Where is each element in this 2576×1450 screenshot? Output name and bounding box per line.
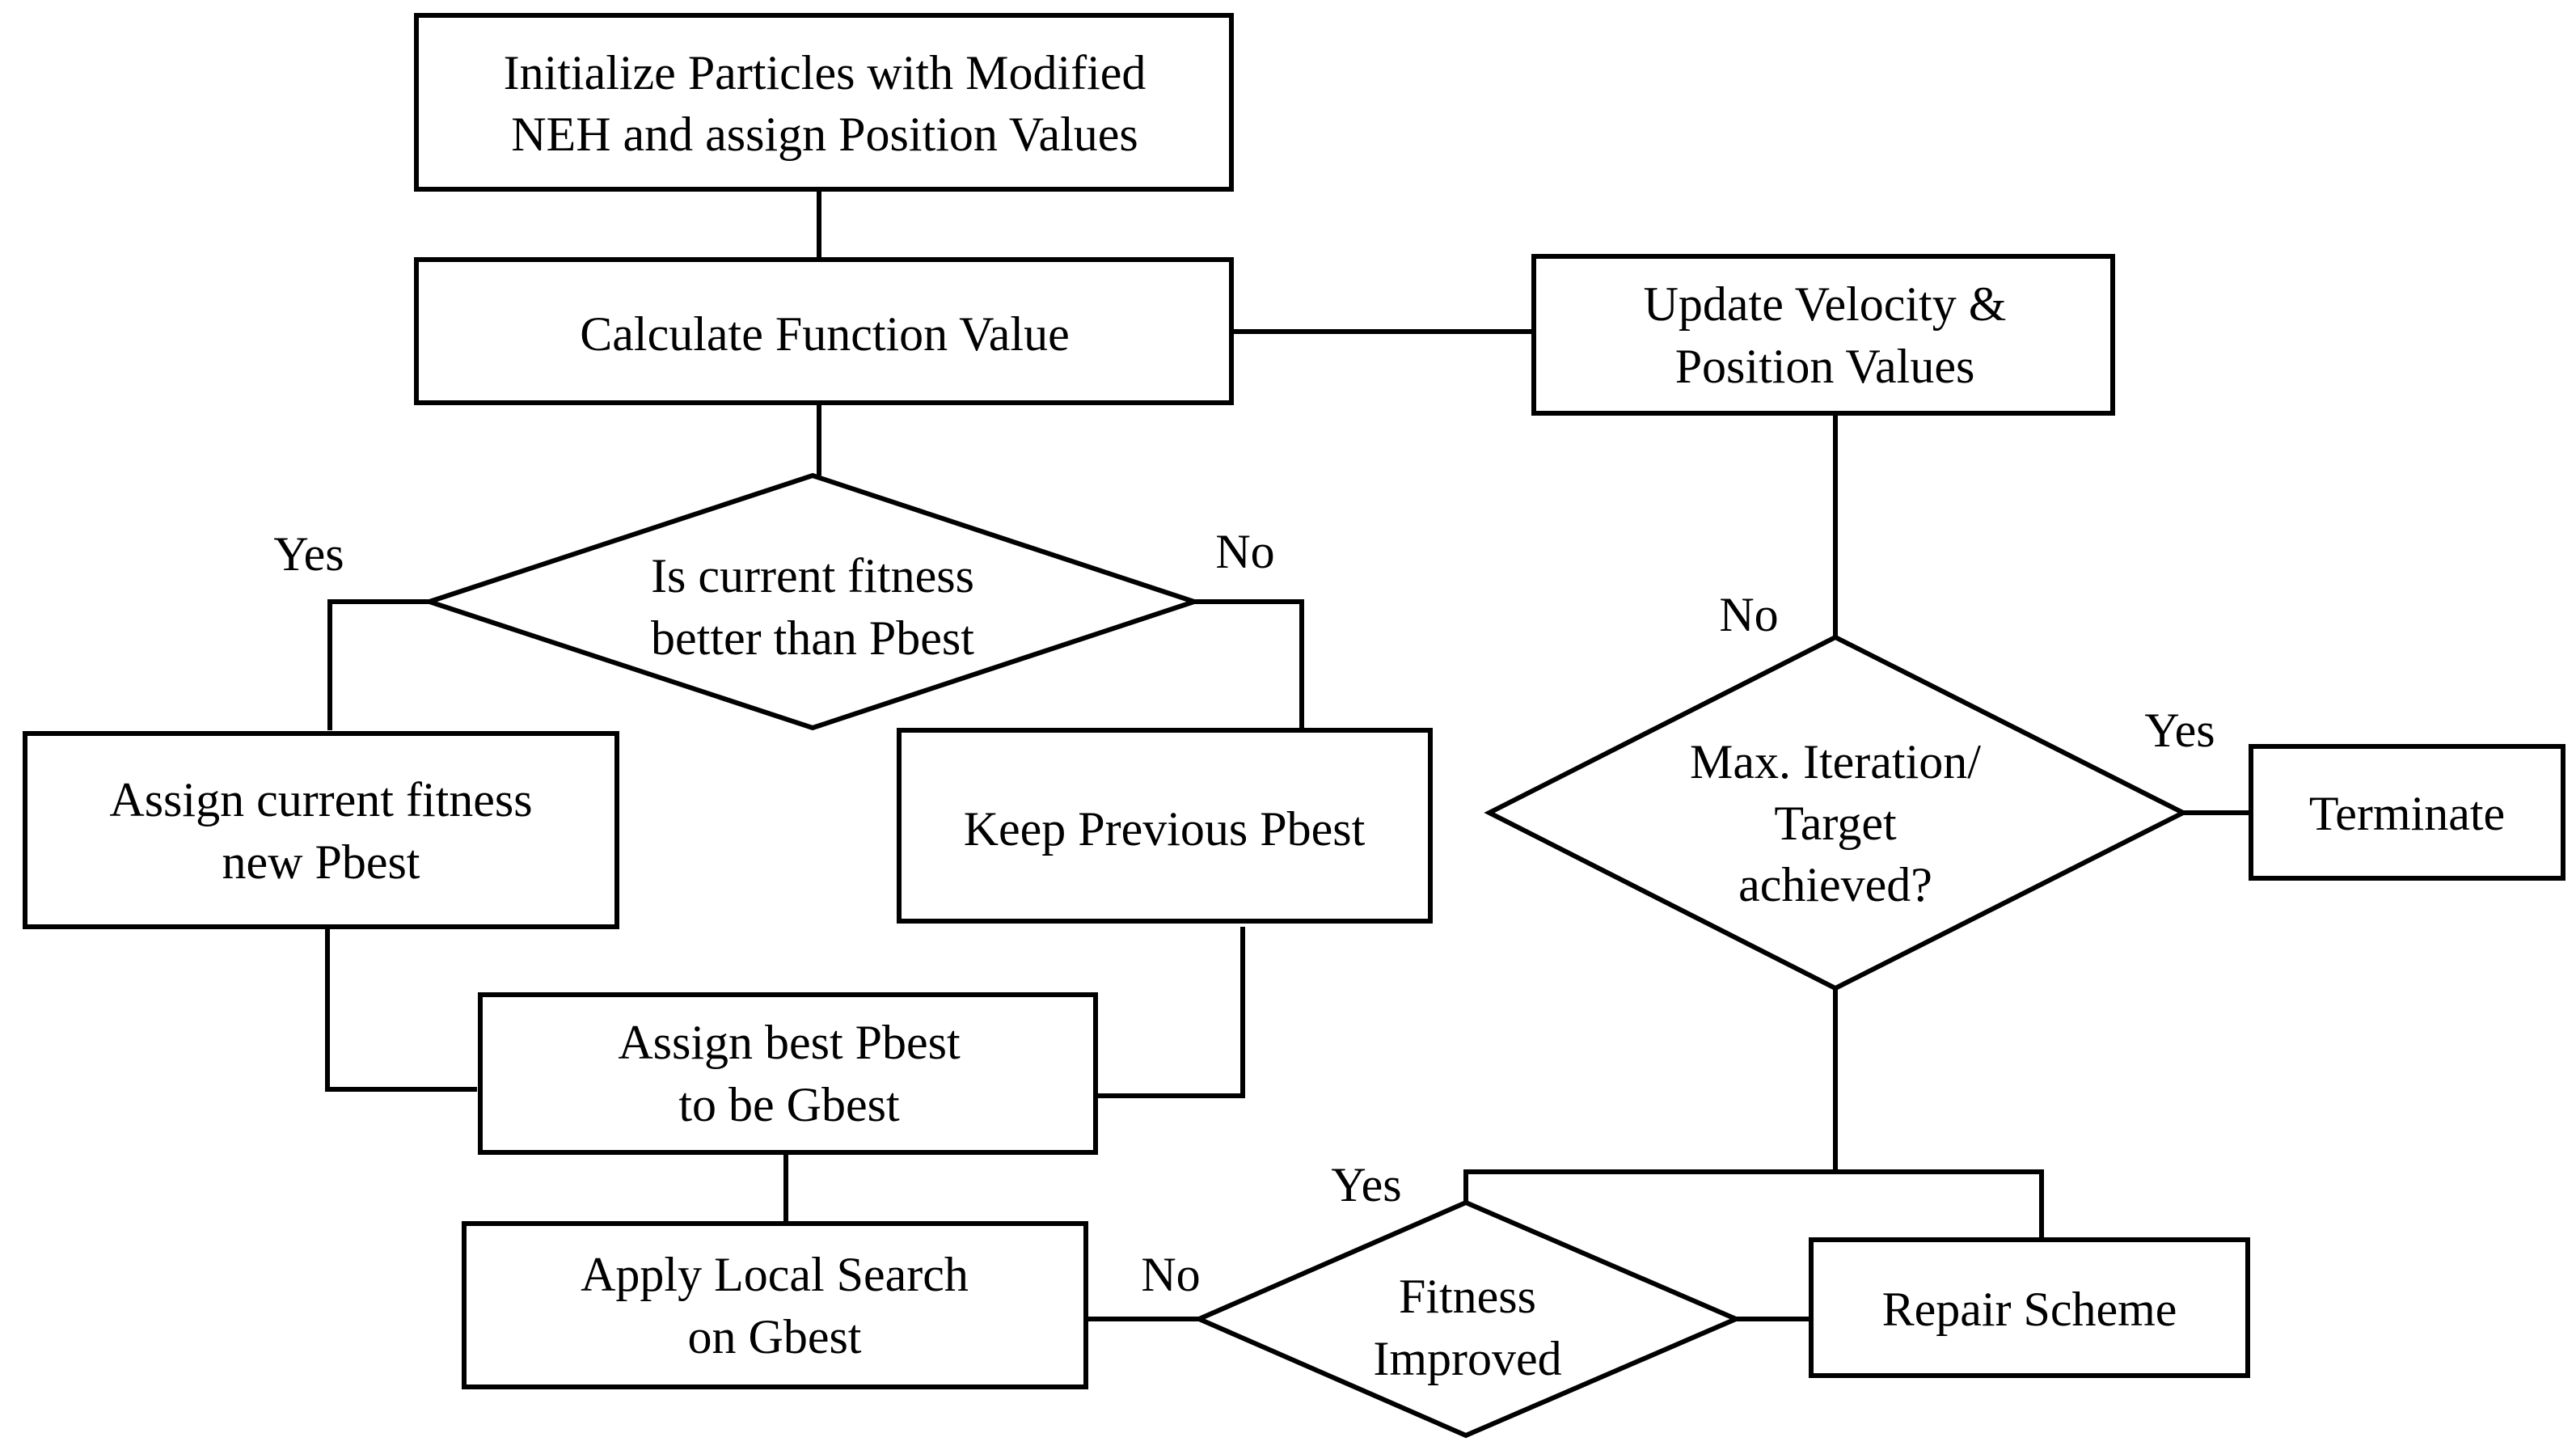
keep-prev-label: Keep Previous Pbest — [964, 802, 1366, 856]
fitness-check-diamond — [421, 472, 1202, 731]
local-search-box — [462, 1221, 1088, 1389]
local-search-label-line1: Apply Local Search — [581, 1248, 969, 1301]
init-label-line1: Initialize Particles with Modified — [504, 46, 1147, 99]
init-box — [414, 13, 1234, 192]
terminate-label: Terminate — [2309, 787, 2505, 840]
local-search-label-line2: on Gbest — [688, 1310, 862, 1363]
connector-decision-yes — [327, 599, 429, 730]
node-repair: Repair Scheme — [1809, 1237, 2250, 1378]
node-fitness-check: Is current fitness better than Pbest — [421, 472, 1202, 731]
repair-box — [1809, 1237, 2250, 1378]
edge-label-fitness-yes: Yes — [273, 527, 344, 581]
connector-branch-repair — [1835, 1169, 2044, 1240]
node-init: Initialize Particles with Modified NEH a… — [414, 13, 1234, 192]
node-fitness-improved: Fitness Improved — [1193, 1199, 1742, 1439]
fitness-check-label-line2: better than Pbest — [651, 611, 974, 665]
update-label-line1: Update Velocity & — [1644, 277, 2007, 331]
node-update: Update Velocity & Position Values — [1531, 254, 2115, 416]
edge-label-improved-yes: Yes — [1331, 1158, 1401, 1211]
assign-current-label-line1: Assign current fitness — [109, 773, 532, 826]
update-box — [1531, 254, 2115, 416]
node-local-search: Apply Local Search on Gbest — [462, 1221, 1088, 1389]
connectors — [325, 189, 2251, 1321]
calc-box — [414, 257, 1234, 405]
node-max-iter: Max. Iteration/ Target achieved? — [1484, 634, 2189, 991]
node-assign-current: Assign current fitness new Pbest — [23, 731, 619, 929]
connector-keep-prev-gbest — [1096, 927, 1245, 1098]
node-keep-prev: Keep Previous Pbest — [897, 728, 1433, 924]
max-iter-diamond — [1484, 634, 2189, 991]
node-terminate: Terminate — [2249, 744, 2565, 881]
edge-label-improved-no: No — [1141, 1248, 1200, 1301]
repair-label: Repair Scheme — [1882, 1283, 2177, 1336]
assign-gbest-box — [478, 992, 1098, 1155]
connector-decision-no — [1194, 599, 1304, 730]
max-iter-label-line2: Target — [1774, 797, 1897, 850]
init-label-line2: NEH and assign Position Values — [511, 108, 1138, 161]
connector-branch-improved — [1463, 1169, 1835, 1203]
calc-label: Calculate Function Value — [580, 307, 1069, 361]
fitness-improved-label-line2: Improved — [1373, 1332, 1561, 1385]
max-iter-label-line3: achieved? — [1738, 858, 1932, 911]
fitness-improved-label-line1: Fitness — [1399, 1270, 1536, 1323]
assign-current-box — [23, 731, 619, 929]
node-assign-gbest: Assign best Pbest to be Gbest — [478, 992, 1098, 1155]
node-calc: Calculate Function Value — [414, 257, 1234, 405]
terminate-box — [2249, 744, 2565, 881]
max-iter-label-line1: Max. Iteration/ — [1690, 735, 1981, 788]
keep-prev-box — [897, 728, 1433, 924]
edge-label-max-no: No — [1719, 588, 1778, 641]
edge-label-max-yes: Yes — [2144, 704, 2215, 757]
edge-labels: Yes No No Yes Yes No — [273, 525, 2215, 1301]
update-label-line2: Position Values — [1675, 340, 1975, 393]
connector-assign-current-gbest — [325, 927, 477, 1092]
edge-label-fitness-no: No — [1215, 525, 1274, 578]
assign-gbest-label-line2: to be Gbest — [678, 1078, 900, 1131]
fitness-check-label-line1: Is current fitness — [651, 549, 974, 602]
assign-gbest-label-line1: Assign best Pbest — [618, 1016, 961, 1069]
assign-current-label-line2: new Pbest — [222, 835, 420, 889]
fitness-improved-diamond — [1193, 1199, 1742, 1439]
